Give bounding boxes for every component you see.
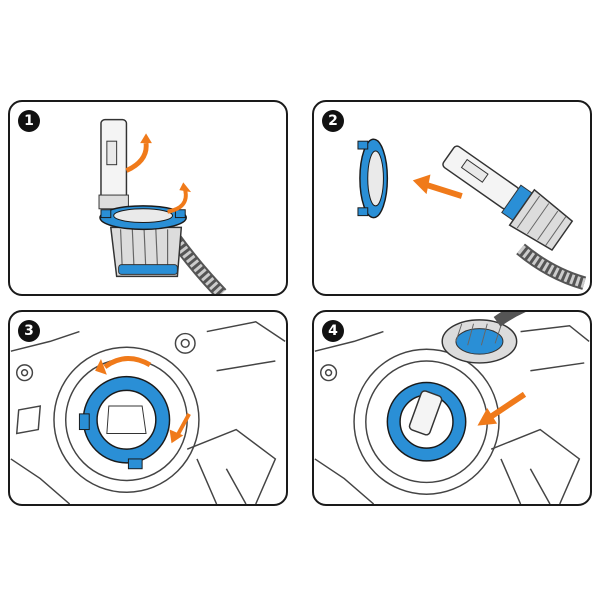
step-1-panel: 1 (8, 100, 288, 296)
step-number-badge: 2 (322, 110, 344, 132)
led-bulb (442, 145, 574, 252)
step-3-illustration (10, 321, 286, 504)
rotate-arrow-icon (167, 182, 192, 214)
step-number-badge: 3 (18, 320, 40, 342)
step-number-badge: 4 (322, 320, 344, 342)
step-1-illustration (98, 118, 227, 294)
step-3-panel: 3 (8, 310, 288, 506)
led-bulb (408, 312, 526, 436)
arrow-left-icon (412, 174, 463, 199)
rotate-arrow-icon (95, 356, 152, 375)
braided-cable (516, 243, 587, 290)
blue-retaining-ring (78, 375, 171, 470)
step-number-badge: 1 (18, 110, 40, 132)
blue-retaining-ring (357, 138, 389, 219)
blue-retaining-ring (99, 205, 187, 231)
rotate-arrow-icon (125, 133, 152, 173)
led-bulb (98, 118, 183, 278)
step-4-illustration (314, 312, 590, 504)
step-2-illustration (357, 138, 587, 290)
step-2-panel: 2 (312, 100, 592, 296)
arrow-icon (169, 412, 191, 444)
braided-cable (169, 235, 227, 294)
arrow-icon (477, 391, 527, 426)
step-4-panel: 4 (312, 310, 592, 506)
